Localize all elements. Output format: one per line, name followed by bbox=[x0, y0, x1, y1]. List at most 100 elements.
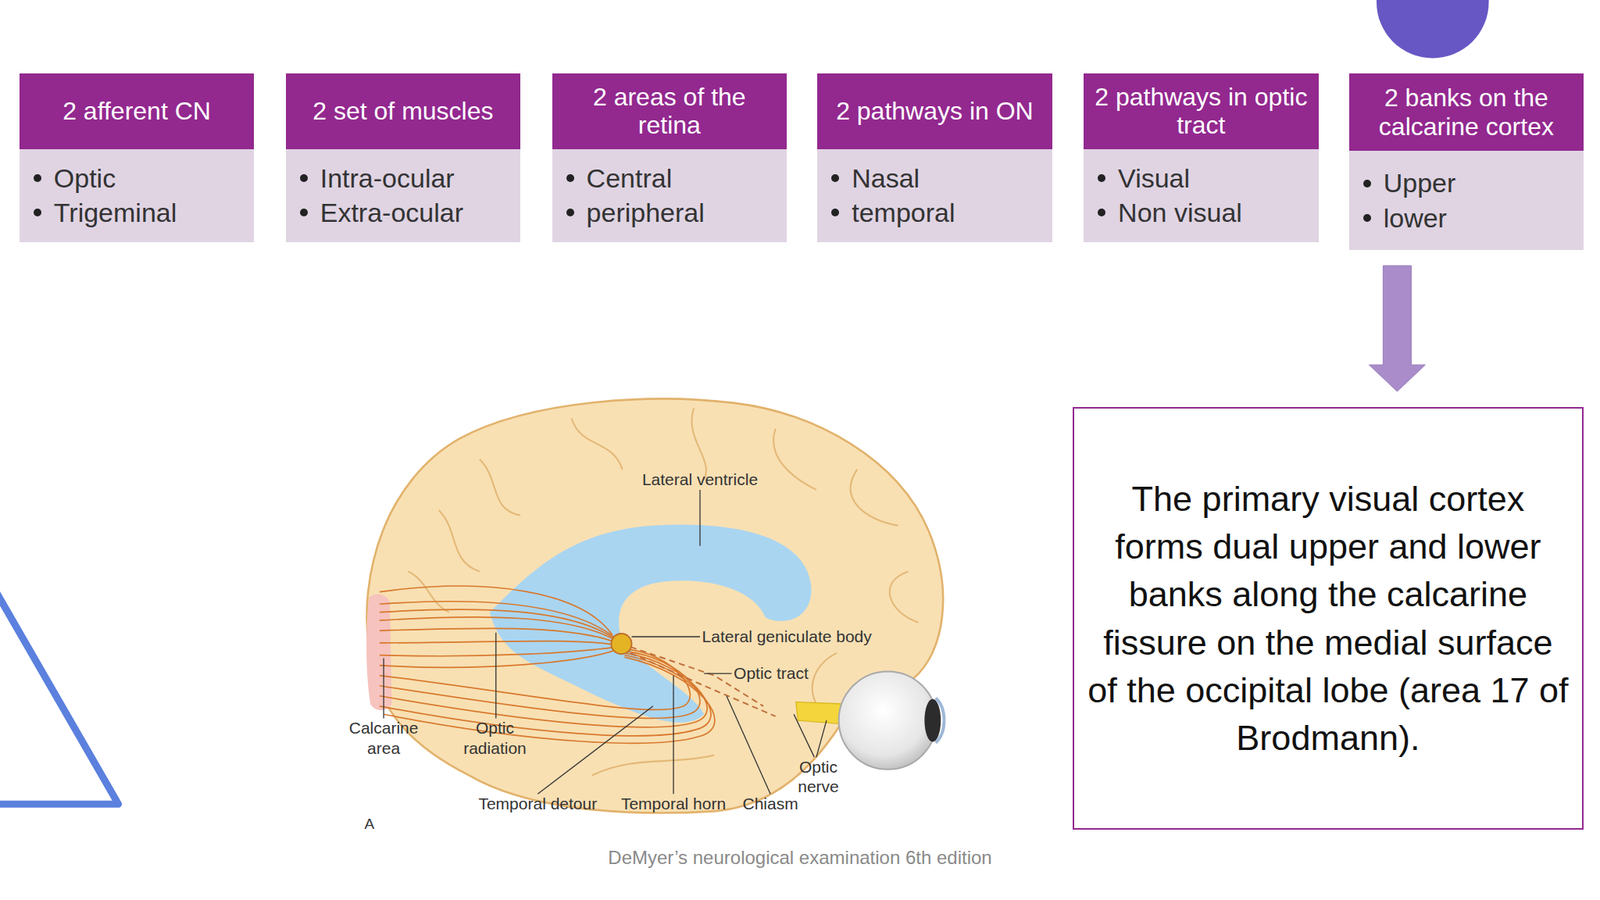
topic-card: 2 areas of the retinaCentralperipheral bbox=[552, 73, 787, 242]
card-body: OpticTrigeminal bbox=[19, 149, 254, 243]
card-title: 2 pathways in optic tract bbox=[1091, 82, 1311, 141]
topic-card: 2 pathways in optic tractVisualNon visua… bbox=[1083, 73, 1318, 242]
lateral-geniculate-body-shape bbox=[610, 633, 632, 654]
bullet-text: lower bbox=[1383, 200, 1447, 236]
bullet-dot bbox=[33, 208, 42, 217]
bullet-item: Optic bbox=[33, 160, 240, 196]
card-title: 2 set of muscles bbox=[312, 96, 493, 126]
part-label: Lateral geniculate body bbox=[702, 626, 872, 647]
bullet-text: Central bbox=[586, 160, 673, 196]
card-header: 2 afferent CN bbox=[19, 73, 254, 150]
topic-card: 2 banks on the calcarine cortexUpperlowe… bbox=[1349, 73, 1584, 250]
optic-radiation-fibers bbox=[379, 585, 715, 743]
card-body: Intra-ocularExtra-ocular bbox=[285, 149, 521, 243]
fiber bbox=[379, 649, 619, 668]
card-title: 2 afferent CN bbox=[62, 96, 211, 126]
eye-ball bbox=[839, 671, 937, 769]
bullet-text: Visual bbox=[1117, 160, 1190, 196]
card-header: 2 set of muscles bbox=[285, 73, 521, 150]
part-label: Chiasm bbox=[742, 794, 799, 815]
bullet-item: Central bbox=[566, 160, 773, 196]
bullet-item: Trigeminal bbox=[33, 195, 240, 230]
bullet-dot bbox=[1363, 214, 1372, 222]
block-arrow bbox=[1368, 265, 1425, 392]
card-title: 2 pathways in ON bbox=[835, 96, 1034, 126]
fiber bbox=[379, 650, 700, 718]
card-header: 2 areas of the retina bbox=[552, 73, 787, 150]
card-body: VisualNon visual bbox=[1083, 149, 1318, 243]
bullet-dot bbox=[1363, 179, 1372, 188]
fiber bbox=[379, 609, 617, 640]
card-body: Upperlower bbox=[1349, 150, 1584, 250]
corner-circle bbox=[1376, 0, 1490, 58]
eye-cornea bbox=[935, 697, 945, 743]
part-label: Optic nerve bbox=[787, 757, 849, 797]
part-label: Lateral ventricle bbox=[642, 469, 758, 490]
part-label: Optic tract bbox=[733, 663, 809, 683]
card-header: 2 pathways in ON bbox=[817, 73, 1052, 150]
bullet-item: Non visual bbox=[1097, 195, 1304, 230]
bullet-item: Intra-ocular bbox=[300, 160, 507, 196]
leader-line bbox=[672, 675, 674, 795]
bullet-dot bbox=[33, 174, 42, 183]
fiber bbox=[379, 641, 617, 646]
bullet-dot bbox=[566, 174, 575, 183]
leader-line bbox=[495, 632, 497, 719]
leader-line bbox=[382, 657, 384, 718]
source-caption: DeMyer’s neurological examination 6th ed… bbox=[607, 846, 992, 869]
bullet-dot bbox=[566, 208, 575, 217]
leader-line bbox=[793, 714, 827, 758]
bullet-text: Nasal bbox=[851, 160, 920, 196]
bullet-item: Nasal bbox=[831, 160, 1038, 196]
topic-card: 2 afferent CN OpticTrigeminal bbox=[19, 73, 254, 242]
bullet-text: temporal bbox=[851, 195, 955, 230]
card-header: 2 banks on the calcarine cortex bbox=[1349, 73, 1584, 151]
bullet-text: Extra-ocular bbox=[320, 195, 464, 230]
fiber bbox=[383, 657, 715, 743]
bullet-item: lower bbox=[1363, 200, 1570, 236]
arrow-shape bbox=[1368, 265, 1425, 392]
leader-line bbox=[631, 635, 700, 637]
brain-outline bbox=[366, 399, 943, 814]
eye-iris bbox=[924, 699, 941, 743]
bullet-text: Intra-ocular bbox=[320, 160, 455, 196]
card-title: 2 banks on the calcarine cortex bbox=[1357, 83, 1576, 142]
topic-card: 2 set of musclesIntra-ocularExtra-ocular bbox=[285, 73, 521, 242]
fiber bbox=[379, 653, 708, 728]
bullet-text: Non visual bbox=[1117, 195, 1243, 230]
part-label: A bbox=[364, 815, 375, 834]
note-box: The primary visual cortex forms dual upp… bbox=[1072, 407, 1584, 830]
leader-line bbox=[703, 672, 732, 674]
corner-triangle bbox=[0, 589, 119, 804]
fiber bbox=[379, 646, 617, 657]
bullet-dot bbox=[300, 174, 308, 183]
leader-line bbox=[537, 706, 654, 794]
bullet-dot bbox=[831, 174, 840, 183]
bullet-dot bbox=[1097, 174, 1106, 183]
bullet-text: Upper bbox=[1383, 165, 1457, 200]
part-label: Temporal horn bbox=[621, 794, 726, 815]
part-label: Calcarine area bbox=[340, 717, 428, 758]
bullet-item: Extra-ocular bbox=[300, 195, 507, 230]
bullet-item: Upper bbox=[1363, 165, 1570, 200]
lateral-ventricle-shape bbox=[489, 524, 812, 722]
bullet-text: Trigeminal bbox=[53, 195, 177, 230]
bullet-dot bbox=[300, 208, 308, 217]
bullet-dot bbox=[1097, 208, 1106, 217]
note-text: The primary visual cortex forms dual upp… bbox=[1085, 475, 1572, 762]
fiber bbox=[379, 628, 617, 643]
leader-line bbox=[726, 696, 771, 794]
part-label: Temporal detour bbox=[478, 794, 597, 815]
bullet-item: temporal bbox=[831, 195, 1038, 230]
part-label: Optic radiation bbox=[451, 717, 539, 758]
card-title: 2 areas of the retina bbox=[560, 82, 779, 141]
leader-line bbox=[699, 489, 700, 547]
bullet-text: Optic bbox=[53, 160, 116, 196]
bullet-item: Visual bbox=[1097, 160, 1304, 196]
bullet-item: peripheral bbox=[566, 195, 773, 230]
card-body: Centralperipheral bbox=[552, 149, 787, 243]
bullet-dot bbox=[831, 208, 840, 217]
card-body: Nasaltemporal bbox=[817, 149, 1052, 243]
note-content: The primary visual cortex forms dual upp… bbox=[1085, 475, 1572, 762]
